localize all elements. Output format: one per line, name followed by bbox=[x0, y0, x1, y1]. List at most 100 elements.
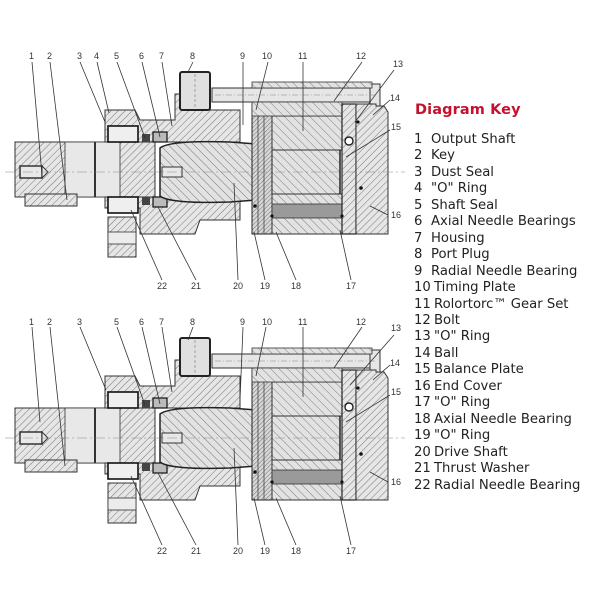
callout-21: 21 bbox=[191, 281, 201, 291]
key-item-label: Balance Plate bbox=[434, 362, 524, 378]
callout-13: 13 bbox=[393, 59, 403, 69]
key-item-number: 18 bbox=[414, 411, 431, 427]
key-item: 1 Output Shaft bbox=[414, 132, 600, 148]
key-item-number: 22 bbox=[414, 477, 431, 493]
callout-22: 22 bbox=[157, 281, 167, 291]
key-item-number: 14 bbox=[414, 345, 431, 361]
callout-8: 8 bbox=[190, 317, 195, 327]
key-item-label: Radial Needle Bearing bbox=[431, 263, 578, 279]
callout-11: 11 bbox=[298, 51, 307, 61]
callout-6: 6 bbox=[139, 317, 144, 327]
key-item-label: Output Shaft bbox=[431, 132, 516, 147]
key-item: 4 "O" Ring bbox=[414, 181, 600, 197]
callout-6: 6 bbox=[139, 51, 144, 61]
callout-17: 17 bbox=[346, 281, 356, 291]
key-item-label: Drive Shaft bbox=[434, 444, 508, 460]
key-item: 9 Radial Needle Bearing bbox=[414, 264, 600, 280]
key-item-number: 6 bbox=[414, 214, 423, 230]
callout-3: 3 bbox=[77, 317, 82, 327]
key-item: 2 Key bbox=[414, 148, 600, 164]
key-item-label: Axial Needle Bearing bbox=[434, 411, 572, 427]
key-item: 5 Shaft Seal bbox=[414, 198, 600, 214]
callout-19: 19 bbox=[260, 281, 270, 291]
key-item-label: "O" Ring bbox=[434, 395, 491, 411]
key-item-label: Dust Seal bbox=[431, 164, 494, 180]
callout-14: 14 bbox=[390, 93, 400, 103]
callout-16: 16 bbox=[391, 477, 401, 487]
key-item-number: 9 bbox=[414, 263, 423, 279]
upper-cross-section: 1 2 3 4 5 6 7 8 9 10 11 12 13 14 15 16 2… bbox=[4, 51, 406, 291]
callout-9: 9 bbox=[240, 317, 245, 327]
key-item-number: 16 bbox=[414, 378, 431, 394]
key-item-number: 12 bbox=[414, 312, 431, 328]
callout-13: 13 bbox=[391, 323, 401, 333]
key-item-number: 1 bbox=[414, 132, 423, 147]
callout-4: 4 bbox=[94, 51, 99, 61]
key-item-number: 2 bbox=[414, 148, 423, 164]
callout-5: 5 bbox=[114, 317, 119, 327]
key-item-number: 15 bbox=[414, 362, 431, 378]
callout-18: 18 bbox=[291, 281, 301, 291]
diagram-key-list: 1 Output Shaft 2 Key 3 Dust Seal 4 "O" Ring 5 Sha… bbox=[414, 132, 600, 494]
key-item-number: 11 bbox=[414, 296, 431, 312]
callout-12: 12 bbox=[356, 51, 366, 61]
key-item: 19"O" Ring bbox=[414, 428, 600, 444]
key-item-label: Bolt bbox=[434, 312, 460, 328]
callout-2: 2 bbox=[47, 51, 52, 61]
key-item: 13"O" Ring bbox=[414, 329, 600, 345]
callout-22: 22 bbox=[157, 546, 167, 556]
callout-16: 16 bbox=[391, 210, 401, 220]
key-item-label: Thrust Washer bbox=[434, 461, 530, 477]
key-item-label: Shaft Seal bbox=[431, 197, 498, 213]
callout-10: 10 bbox=[262, 317, 272, 327]
key-item-number: 8 bbox=[414, 247, 423, 263]
callout-7: 7 bbox=[159, 317, 164, 327]
key-item-number: 10 bbox=[414, 280, 431, 296]
key-item-label: Port Plug bbox=[431, 247, 490, 263]
key-item-number: 21 bbox=[414, 461, 431, 477]
callout-17: 17 bbox=[346, 546, 356, 556]
key-item-number: 4 bbox=[414, 181, 423, 197]
callout-9: 9 bbox=[240, 51, 245, 61]
callout-12: 12 bbox=[356, 317, 366, 327]
upper-leader-lines bbox=[31, 61, 395, 281]
key-item-label: Axial Needle Bearings bbox=[431, 214, 576, 230]
key-item: 3 Dust Seal bbox=[414, 165, 600, 181]
callout-18: 18 bbox=[291, 546, 301, 556]
key-item-number: 5 bbox=[414, 197, 423, 213]
callout-7: 7 bbox=[159, 51, 164, 61]
diagram-key-title: Diagram Key bbox=[415, 102, 521, 118]
callout-3: 3 bbox=[77, 51, 82, 61]
callout-20: 20 bbox=[233, 546, 243, 556]
callout-8: 8 bbox=[190, 51, 195, 61]
key-item: 7 Housing bbox=[414, 231, 600, 247]
key-item-label: "O" Ring bbox=[434, 329, 491, 345]
key-item-label: "O" Ring bbox=[431, 181, 488, 197]
key-item-number: 7 bbox=[414, 230, 423, 246]
key-item: 6 Axial Needle Bearings bbox=[414, 214, 600, 230]
lower-cross-section: 1 2 3 5 6 7 8 9 10 11 12 13 14 15 16 22 … bbox=[4, 317, 406, 556]
motor-cross-section-diagrams: 1 2 3 4 5 6 7 8 9 10 11 12 13 14 15 16 2… bbox=[4, 51, 406, 556]
key-item-label: Ball bbox=[434, 345, 459, 361]
key-item-label: Key bbox=[431, 148, 455, 164]
key-item-number: 17 bbox=[414, 395, 431, 411]
callout-10: 10 bbox=[262, 51, 272, 61]
callout-11: 11 bbox=[298, 317, 307, 327]
key-item-label: Housing bbox=[431, 230, 485, 246]
key-item: 17"O" Ring bbox=[414, 395, 600, 411]
key-item-number: 3 bbox=[414, 164, 423, 180]
callout-5: 5 bbox=[114, 51, 119, 61]
key-item-label: End Cover bbox=[434, 378, 502, 394]
key-item-label: "O" Ring bbox=[434, 428, 491, 444]
key-item-number: 20 bbox=[414, 444, 431, 460]
callout-1: 1 bbox=[29, 51, 34, 61]
key-item: 8 Port Plug bbox=[414, 247, 600, 263]
